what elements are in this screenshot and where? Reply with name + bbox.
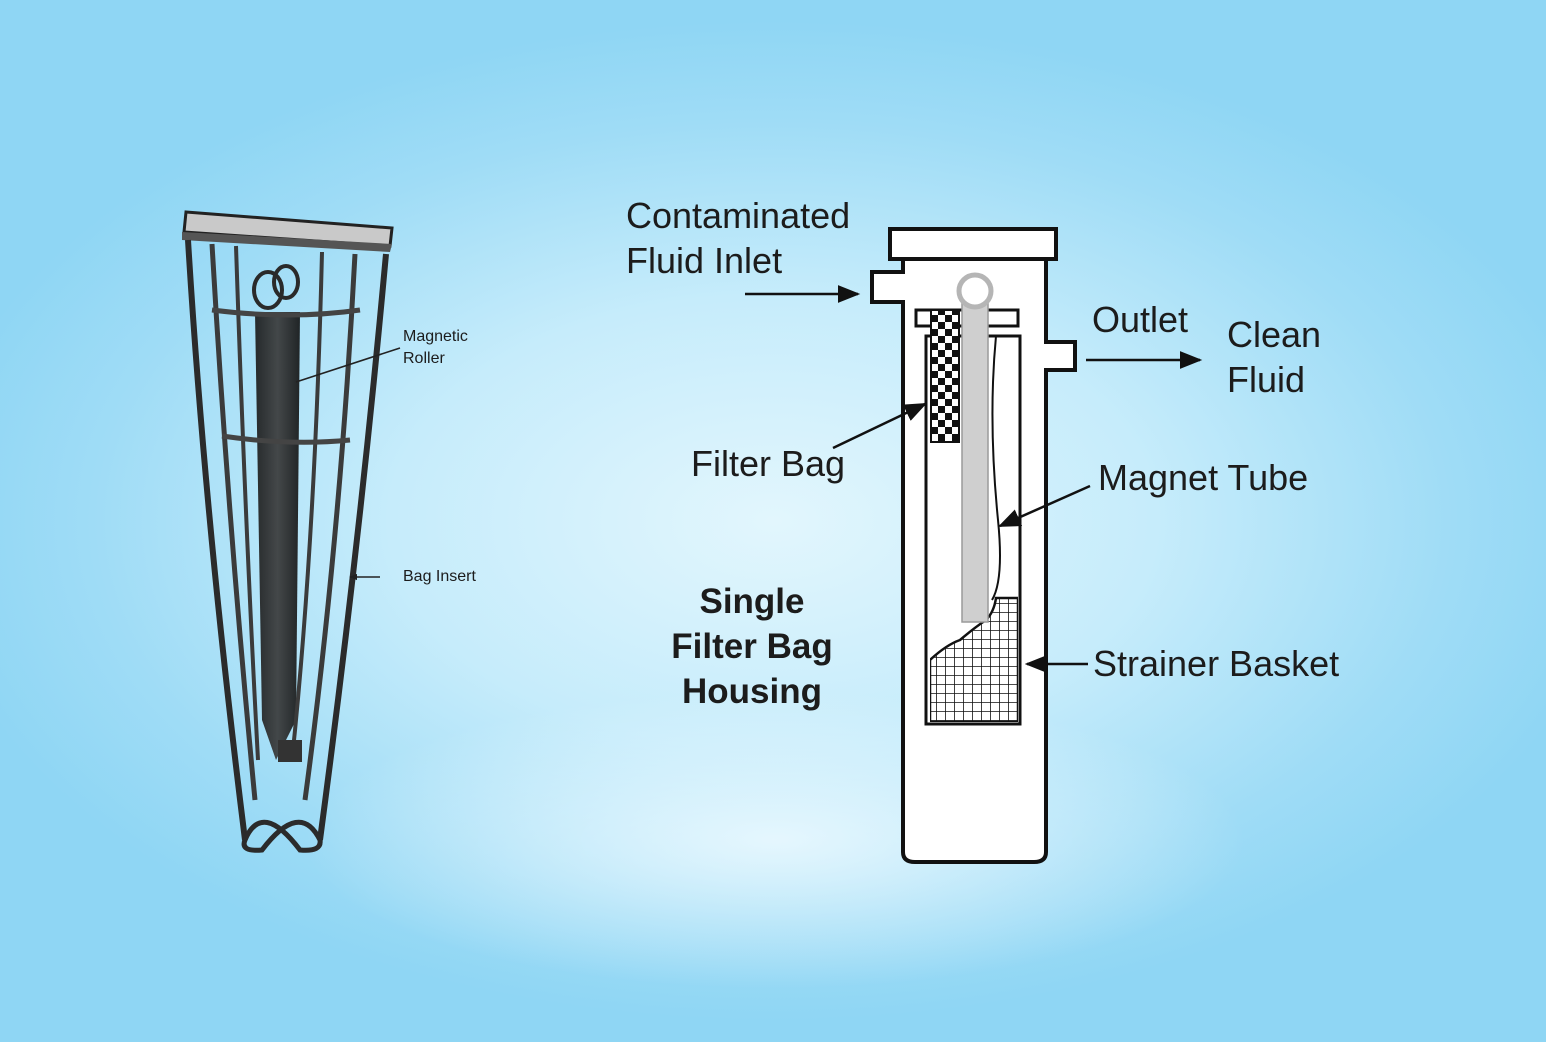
clean-fluid-label-line1: Clean	[1227, 314, 1321, 355]
bag-insert-cage	[182, 210, 394, 853]
magnet-tube-label: Magnet Tube	[1098, 457, 1308, 498]
filter-bag-label: Filter Bag	[691, 443, 845, 484]
clean-fluid-label-line2: Fluid	[1227, 359, 1305, 400]
inlet-label-line2: Fluid Inlet	[626, 240, 782, 281]
magnet-tube-arrow	[997, 484, 1091, 528]
housing-lid	[888, 227, 1058, 261]
filter-bag-section	[930, 309, 960, 443]
magnetic-roller-label-line1: Magnetic	[403, 328, 468, 345]
title-line-3: Housing	[682, 672, 822, 711]
strainer-mesh	[930, 596, 1018, 722]
magnet-tube-ring	[956, 272, 994, 310]
housing-schematic	[870, 227, 1077, 864]
magnetic-roller-pointer	[295, 347, 401, 383]
bag-insert-label: Bag Insert	[403, 568, 476, 585]
inlet-label-line1: Contaminated	[626, 195, 850, 236]
title-line-1: Single	[699, 582, 804, 621]
magnetic-roller-label-line2: Roller	[403, 350, 445, 367]
outlet-label: Outlet	[1092, 299, 1188, 340]
magnet-tube	[961, 299, 989, 623]
strainer-basket-label: Strainer Basket	[1093, 643, 1339, 684]
filter-bag-arrow	[832, 402, 928, 450]
title-line-2: Filter Bag	[671, 627, 832, 666]
